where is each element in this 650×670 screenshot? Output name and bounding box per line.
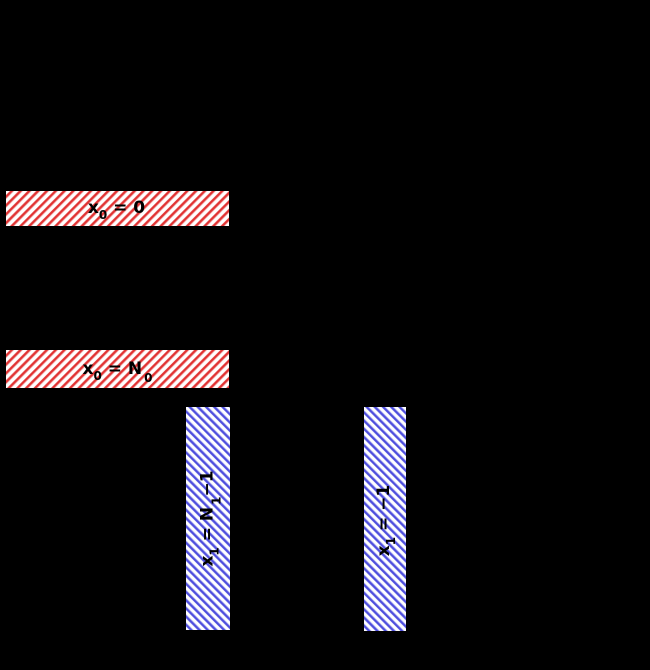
ghost-layer-x0-equals-0: x0 = 0 xyxy=(6,191,229,226)
ghost-layer-label-rotated: x1 = N1−1 xyxy=(197,470,224,567)
ghost-layer-x1-equals-N1-minus-1: x1 = N1−1 xyxy=(186,407,230,630)
ghost-layer-label: x0 = 0 xyxy=(87,198,147,222)
label-subscript: 1 xyxy=(384,536,399,545)
ghost-layer-x1-equals-minus-1: x1 = −1 xyxy=(364,407,406,631)
label-subscript: 0 xyxy=(98,208,108,223)
label-base: x xyxy=(374,544,395,556)
label-mid: = −1 xyxy=(374,484,395,537)
label-mid: = N xyxy=(101,358,143,379)
label-subscript-2: 0 xyxy=(144,370,153,385)
label-subscript: 0 xyxy=(93,368,102,383)
label-base: x xyxy=(197,555,218,567)
ghost-layer-label-rotated: x1 = −1 xyxy=(374,482,399,556)
label-subscript-2: 1 xyxy=(209,496,224,505)
label-base: x xyxy=(82,358,94,379)
label-rest: −1 xyxy=(197,470,218,497)
label-base: x xyxy=(87,198,99,218)
label-subscript: 1 xyxy=(207,547,222,556)
label-mid: = N xyxy=(197,506,218,548)
label-mid: = 0 xyxy=(107,198,146,218)
